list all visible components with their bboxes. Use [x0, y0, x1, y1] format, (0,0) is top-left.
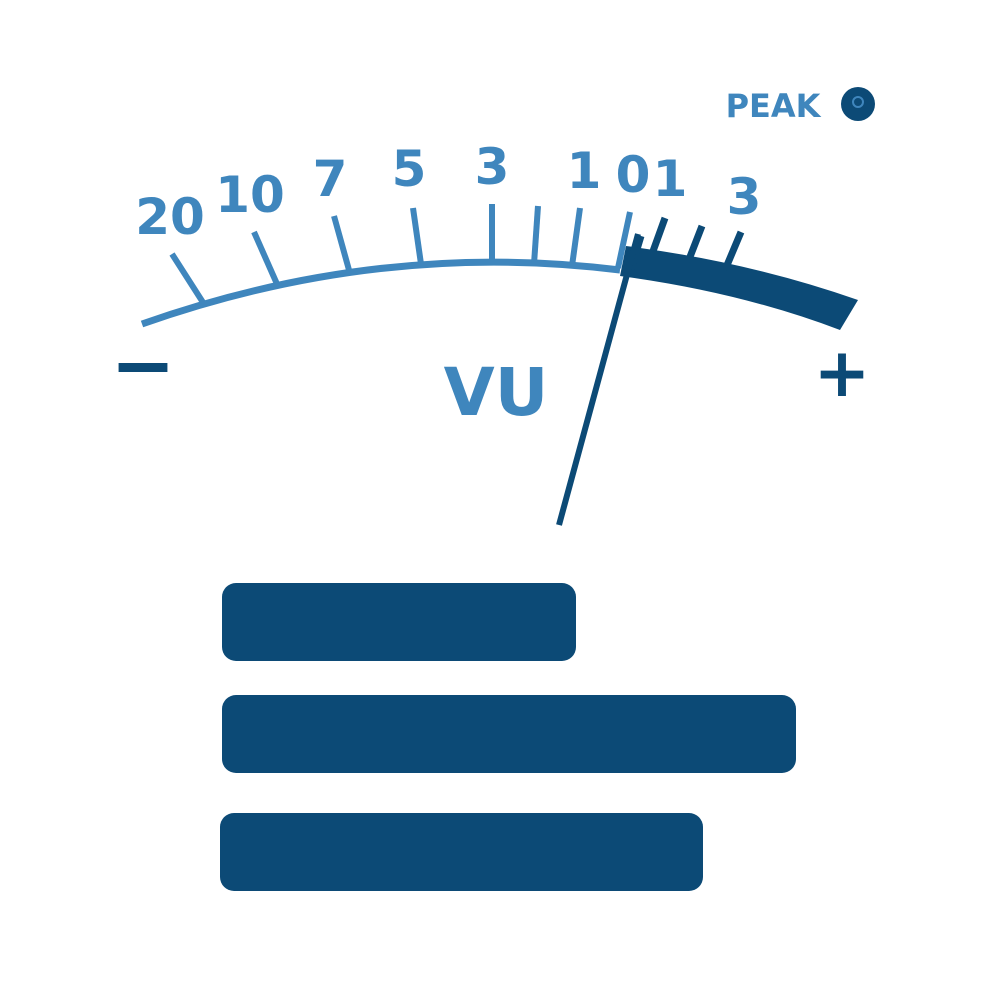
meter-needle	[556, 233, 641, 526]
scale-label: 3	[727, 168, 762, 226]
level-bar	[222, 695, 796, 773]
tick-20	[169, 252, 207, 306]
scale-label: 0	[616, 146, 651, 204]
led-dot-icon	[841, 87, 875, 121]
scale-label: 5	[392, 140, 427, 198]
tick-1	[569, 207, 583, 267]
plus-sign: +	[814, 334, 871, 413]
vu-meter: 20 10 7 5 3 1 0 1 3 − + VU PEAK	[110, 87, 875, 526]
tick-10	[251, 230, 280, 286]
tick-plus-1	[648, 216, 669, 256]
scale-label: 20	[135, 188, 205, 246]
level-bar	[220, 813, 703, 891]
scale-arc	[140, 258, 621, 328]
tick-2	[531, 205, 541, 265]
vu-label: VU	[444, 354, 549, 431]
scale-ticks	[169, 204, 633, 306]
scale-label: 10	[215, 166, 285, 224]
tick-0	[615, 211, 633, 269]
tick-plus-2	[684, 224, 706, 264]
minus-sign: −	[110, 321, 175, 411]
tick-5	[410, 207, 424, 265]
red-zone-band	[620, 246, 858, 330]
level-bar	[222, 583, 576, 661]
tick-7	[331, 215, 352, 271]
peak-label: PEAK	[726, 87, 822, 125]
scale-label: 1	[567, 142, 602, 200]
tick-plus-3	[721, 230, 745, 272]
scale-label: 3	[475, 138, 510, 196]
scale-label: 1	[653, 150, 688, 208]
scale-label: 7	[313, 150, 348, 208]
